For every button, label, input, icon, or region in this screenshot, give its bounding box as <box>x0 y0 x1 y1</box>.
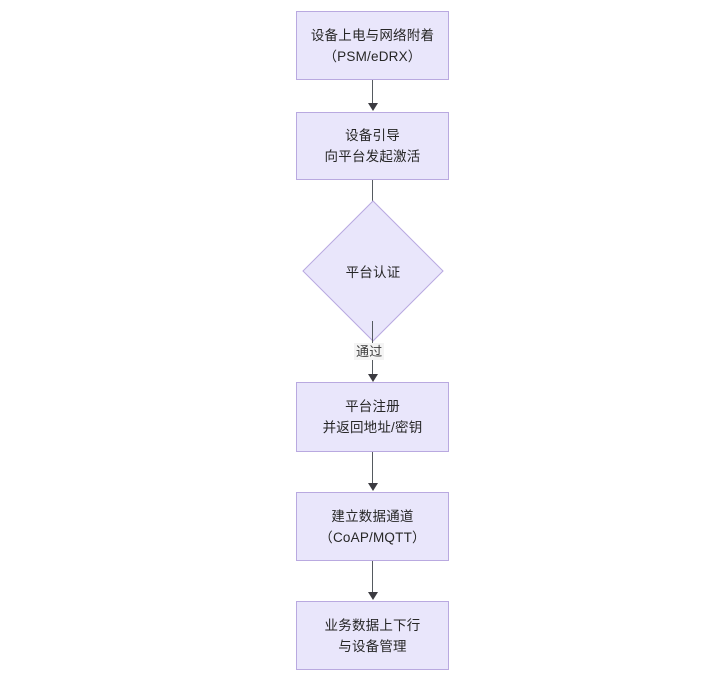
flow-connector-n2-n3 <box>372 180 373 215</box>
flow-node-line: 业务数据上下行 <box>324 617 421 633</box>
flow-connector-n4-n5 <box>372 452 373 484</box>
flow-node-line: 平台注册 <box>345 399 400 414</box>
flow-node-line: 设备上电与网络附着 <box>310 27 435 43</box>
flow-node-device-bootstrap[interactable]: 设备引导 向平台发起激活 <box>296 112 449 180</box>
flow-node-platform-register[interactable]: 平台注册 并返回地址/密钥 <box>296 382 449 452</box>
flow-node-data-channel[interactable]: 建立数据通道 （CoAP/MQTT） <box>296 492 449 561</box>
arrow-head-icon <box>368 592 378 600</box>
flow-connector-n5-n6 <box>372 561 373 593</box>
flow-node-line: 建立数据通道 <box>331 508 414 524</box>
flow-node-line: 向平台发起激活 <box>324 149 421 164</box>
arrow-head-icon <box>368 374 378 382</box>
flow-node-line: 平台认证 <box>345 265 401 280</box>
flow-connector-n1-n2 <box>372 80 373 105</box>
flow-node-line: 与设备管理 <box>338 638 407 654</box>
flow-node-line: （CoAP/MQTT） <box>319 529 426 545</box>
flow-node-device-power-on[interactable]: 设备上电与网络附着 （PSM/eDRX） <box>296 11 449 80</box>
flow-node-line: 设备引导 <box>345 128 400 143</box>
flow-node-business-data[interactable]: 业务数据上下行 与设备管理 <box>296 601 449 670</box>
flow-node-line: （PSM/eDRX） <box>323 48 422 64</box>
edge-label-pass: 通过 <box>354 343 385 360</box>
arrow-head-icon <box>368 103 378 111</box>
arrow-head-icon <box>368 483 378 491</box>
flow-node-platform-auth-decision[interactable]: 平台认证 <box>302 200 444 342</box>
flow-node-line: 并返回地址/密钥 <box>322 420 423 435</box>
